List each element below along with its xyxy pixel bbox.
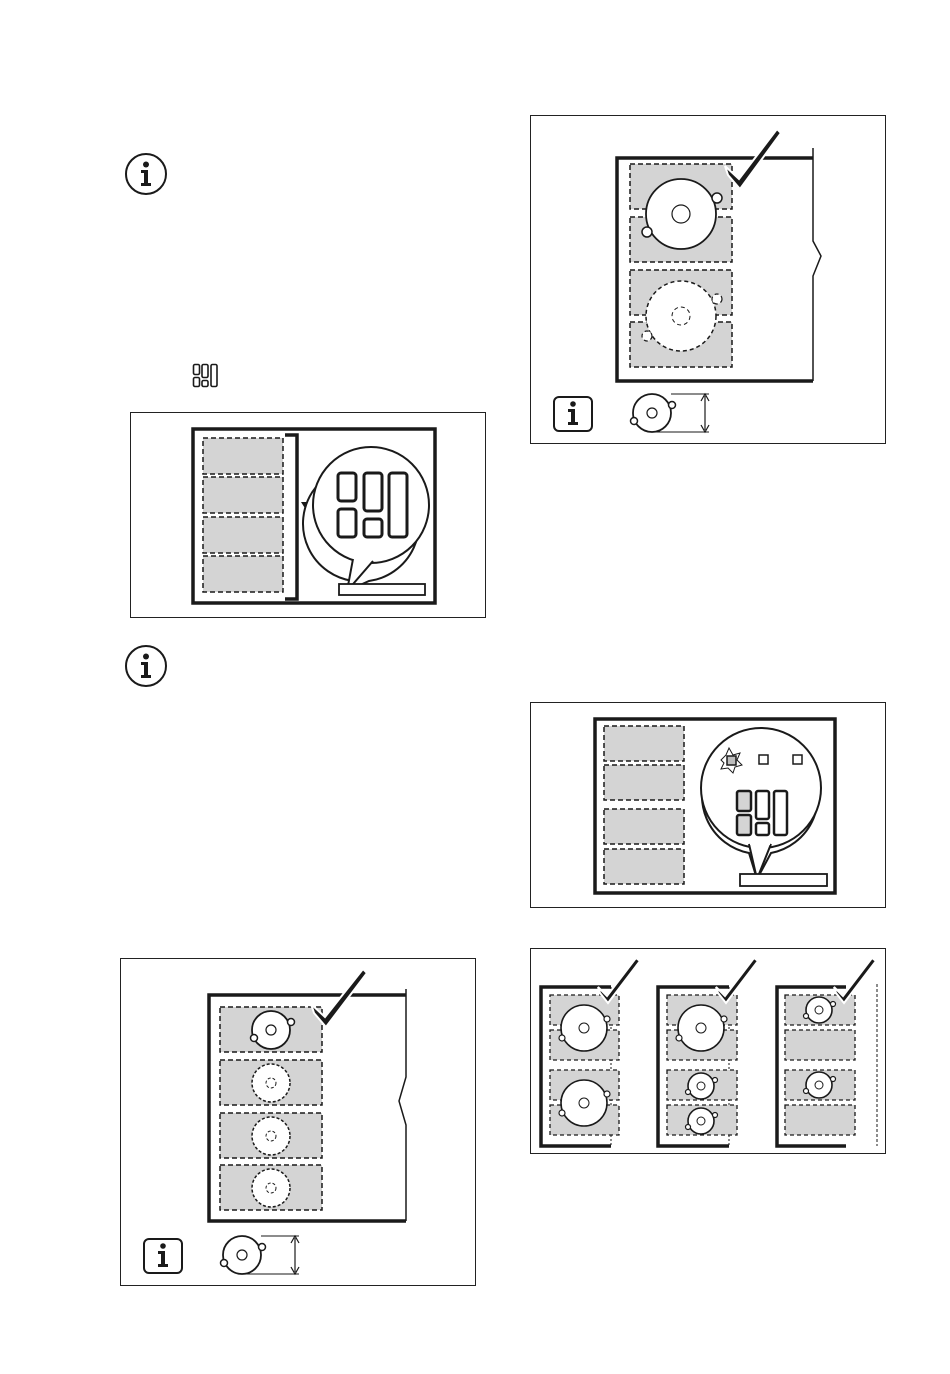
info-icon [554,397,592,431]
info-icon [144,1239,182,1273]
figure-zone-bridge-selection [130,412,486,618]
figure-double-zone-pot [530,115,886,444]
figure-pot-combinations [530,948,886,1154]
info-icon [124,644,168,688]
figure-control-panel-selection [530,702,886,908]
zone-layout-icon [192,363,218,389]
figure-single-zone-pots [120,958,476,1286]
info-icon [124,152,168,196]
pot-size-icon [631,394,710,432]
checkmark-icon [311,969,367,1027]
pot-size-icon [221,1236,300,1274]
